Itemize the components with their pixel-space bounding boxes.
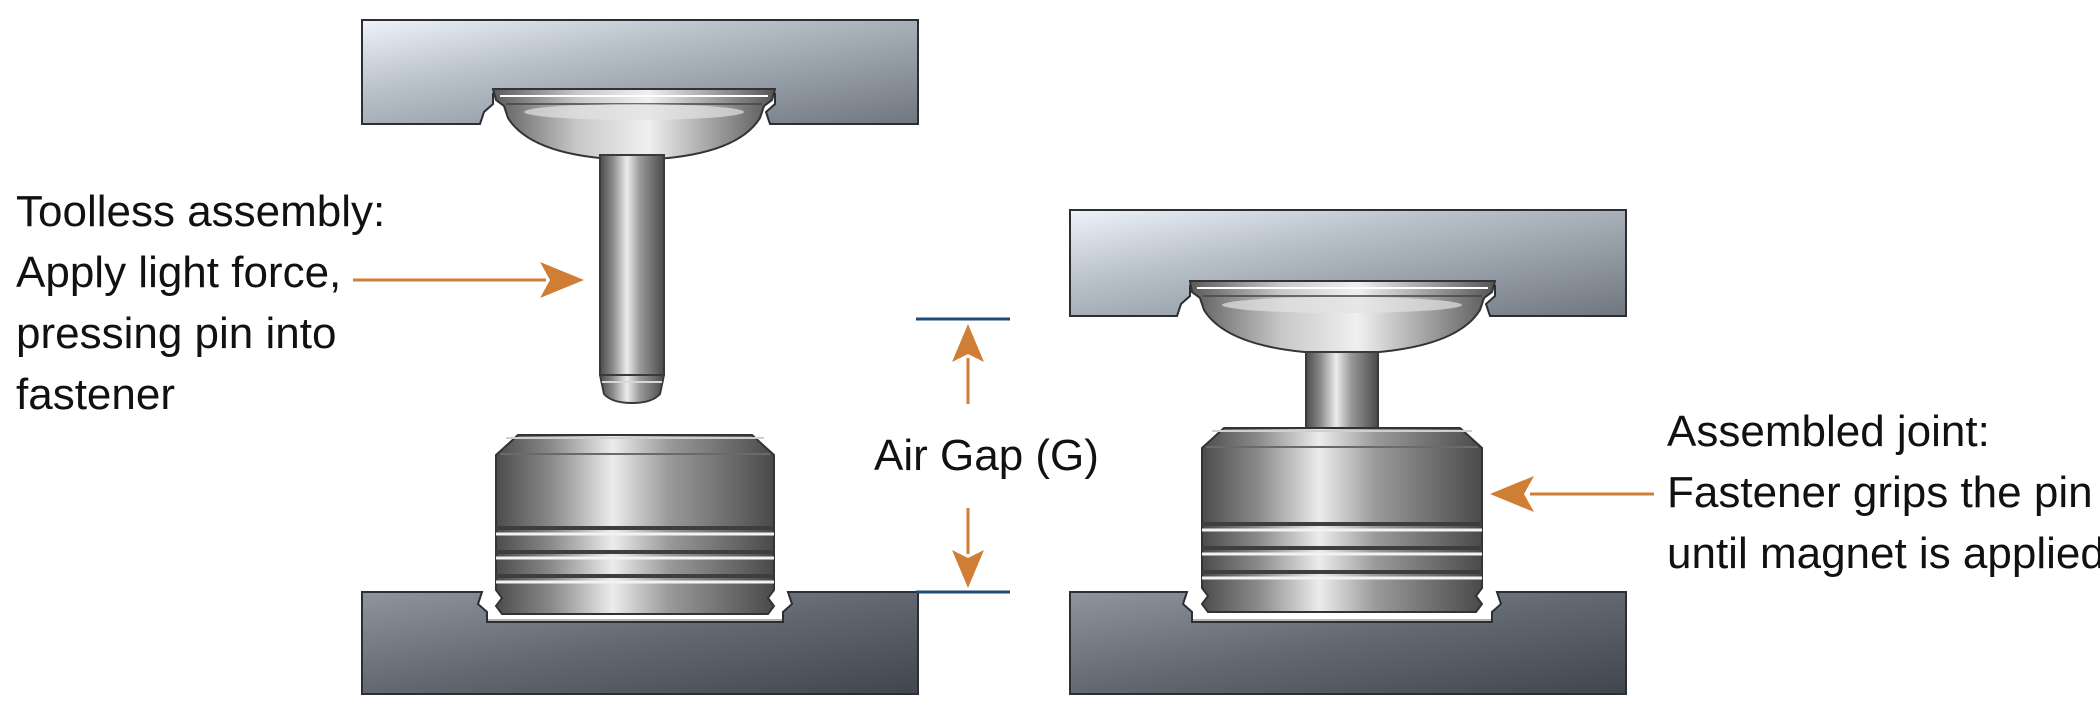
right-callout-arrow (1490, 476, 1654, 512)
right-top-panel (1069, 209, 1627, 317)
gap-arrow-down (952, 508, 984, 588)
left-annotation: Toolless assembly: Apply light force, pr… (16, 181, 385, 425)
left-fastener (494, 434, 776, 615)
left-pin (598, 154, 666, 405)
left-base-panel (361, 591, 919, 695)
left-annotation-line: Toolless assembly: (16, 187, 386, 236)
right-pin-cup (1188, 280, 1497, 356)
right-annotation: Assembled joint: Fastener grips the pin … (1667, 401, 2100, 584)
right-pin (1305, 351, 1379, 429)
right-annotation-line: Assembled joint: (1667, 407, 1990, 456)
left-annotation-line: pressing pin into (16, 309, 337, 358)
left-annotation-line: Apply light force, (16, 248, 342, 297)
right-annotation-line: until magnet is applied (1667, 529, 2100, 578)
air-gap-label: Air Gap (G) (874, 431, 1099, 480)
gap-arrow-up (952, 324, 984, 404)
left-annotation-line: fastener (16, 370, 175, 419)
right-base-panel (1069, 591, 1627, 695)
left-pin-cup (491, 88, 777, 162)
right-fastener (1200, 427, 1484, 613)
left-top-panel (361, 19, 919, 125)
left-callout-arrow (353, 262, 584, 298)
right-annotation-line: Fastener grips the pin (1667, 468, 2093, 517)
